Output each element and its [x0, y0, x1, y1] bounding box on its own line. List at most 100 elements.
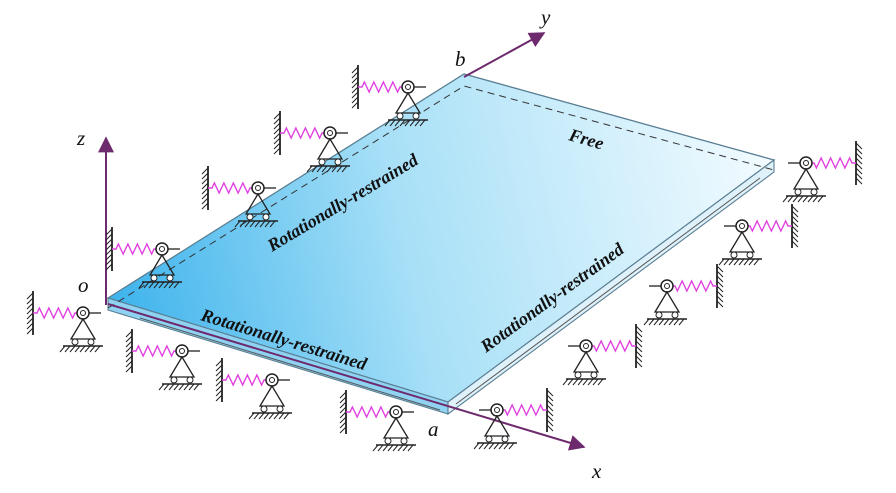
support-roller	[671, 311, 679, 319]
z-axis-label: z	[76, 126, 85, 150]
support-roller	[412, 112, 420, 120]
spring	[112, 242, 156, 256]
spring	[358, 80, 402, 94]
support-roller	[746, 251, 754, 259]
spring	[812, 156, 856, 170]
supports-group	[26, 65, 863, 452]
support-roller	[87, 338, 95, 346]
support-roller	[485, 435, 493, 443]
spring	[346, 405, 390, 419]
support-triangle	[168, 355, 196, 378]
elastic-support	[215, 358, 292, 420]
support-roller	[246, 213, 254, 221]
spring	[503, 403, 547, 417]
y-axis-label: y	[539, 5, 551, 29]
support-roller	[260, 405, 268, 413]
support-triangle	[69, 317, 97, 340]
support-triangle	[382, 416, 410, 439]
wall-hatching	[105, 228, 113, 271]
support-pin-inner	[583, 343, 589, 349]
support-triangle	[792, 167, 820, 190]
elastic-support	[643, 264, 724, 326]
ground-hatching	[643, 318, 685, 326]
support-triangle	[653, 290, 681, 313]
spring	[132, 344, 176, 358]
support-triangle	[394, 91, 422, 114]
ground-hatching	[248, 412, 290, 420]
support-pin-inner	[494, 407, 500, 413]
elastic-support	[26, 291, 103, 353]
support-roller	[590, 371, 598, 379]
support-pin-inner	[179, 348, 185, 354]
elastic-support	[782, 141, 863, 203]
support-pin-inner	[739, 223, 745, 229]
wall-hatching	[339, 391, 347, 434]
support-roller	[318, 158, 326, 166]
support-roller	[170, 376, 178, 384]
ground-hatching	[718, 258, 760, 266]
support-roller	[384, 437, 392, 445]
elastic-support	[718, 204, 799, 266]
wall-hatching	[215, 359, 223, 402]
wall-hatching	[273, 112, 281, 155]
wall-hatching	[351, 66, 359, 109]
support-roller	[276, 405, 284, 413]
support-roller	[262, 213, 270, 221]
support-triangle	[572, 350, 600, 373]
support-roller	[794, 188, 802, 196]
support-triangle	[728, 230, 756, 253]
support-pin-inner	[803, 160, 809, 166]
support-roller	[71, 338, 79, 346]
ground-hatching	[306, 165, 348, 173]
wall-hatching	[201, 167, 209, 210]
support-pin-inner	[159, 246, 165, 252]
wall-hatching	[716, 265, 724, 308]
plate-inner-line-front	[139, 317, 441, 411]
elastic-support	[339, 390, 416, 452]
spring	[208, 181, 252, 195]
support-roller	[400, 437, 408, 445]
x-axis-label: x	[591, 459, 602, 483]
support-triangle	[316, 137, 344, 160]
support-pin-inner	[269, 377, 275, 383]
support-triangle	[148, 253, 176, 276]
elastic-support	[473, 388, 554, 450]
wall-hatching	[855, 142, 863, 185]
plate-right-thickness	[447, 158, 775, 416]
ground-hatching	[234, 220, 276, 228]
x-axis	[107, 303, 586, 451]
support-pin-inner	[393, 409, 399, 415]
elastic-support	[273, 111, 350, 173]
spring	[33, 306, 77, 320]
support-pin-inner	[327, 130, 333, 136]
wall-hatching	[546, 389, 554, 432]
ground-hatching	[384, 119, 426, 127]
support-roller	[166, 274, 174, 282]
wall-hatching	[635, 325, 643, 368]
spring	[748, 219, 792, 233]
origin-label: o	[78, 273, 89, 297]
support-roller	[150, 274, 158, 282]
support-roller	[655, 311, 663, 319]
support-roller	[186, 376, 194, 384]
support-roller	[501, 435, 509, 443]
ground-hatching	[372, 444, 414, 452]
support-triangle	[483, 414, 511, 437]
support-roller	[396, 112, 404, 120]
corner-b-label: b	[455, 47, 466, 71]
spring	[592, 339, 636, 353]
elastic-support	[125, 329, 202, 391]
support-roller	[730, 251, 738, 259]
ground-hatching	[473, 442, 515, 450]
wall-hatching	[791, 205, 799, 248]
ground-hatching	[562, 378, 604, 386]
support-triangle	[244, 192, 272, 215]
plate	[106, 73, 776, 416]
y-axis	[463, 32, 546, 78]
support-roller	[574, 371, 582, 379]
plate-inner-line-right	[455, 177, 761, 405]
ground-hatching	[158, 383, 200, 391]
support-pin-inner	[664, 283, 670, 289]
